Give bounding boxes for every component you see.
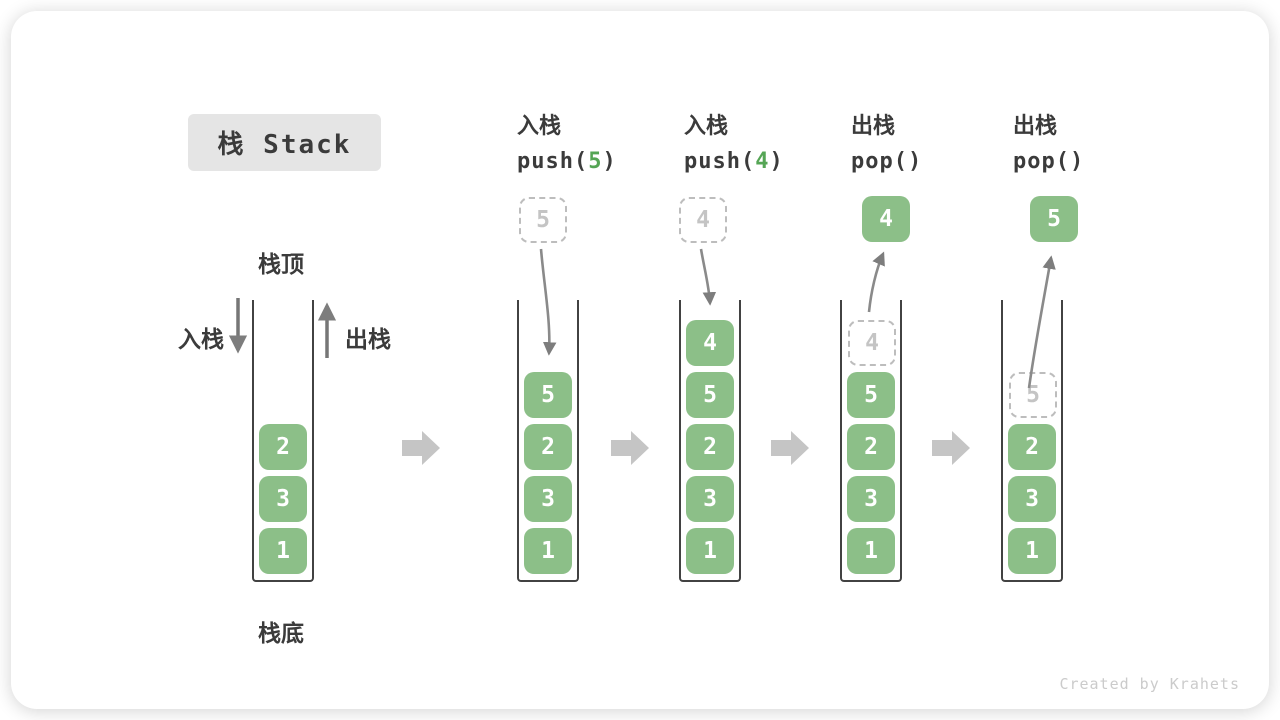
stack-cell: 3 (686, 476, 734, 522)
operation-caption-pop2: 出栈 pop() (1013, 108, 1163, 174)
stack-top-label: 栈顶 (258, 252, 304, 278)
pop-out-label: 出栈 (345, 327, 391, 353)
operation-kind: 出栈 (1013, 114, 1058, 139)
floating-value-popped: 5 (1030, 196, 1078, 242)
stack-cell: 5 (524, 372, 572, 418)
stack-cell: 3 (524, 476, 572, 522)
stack-cell: 3 (1008, 476, 1056, 522)
operation-arg: 5 (588, 149, 603, 174)
operation-code: push(5) (517, 149, 617, 174)
operation-code: pop() (851, 149, 923, 174)
stack-cell: 5 (847, 372, 895, 418)
stack-cell: 2 (686, 424, 734, 470)
stack-cell: 4 (686, 320, 734, 366)
stack-cell: 3 (847, 476, 895, 522)
stack-bottom-label: 栈底 (258, 621, 304, 647)
stack-cell-ghost: 5 (1009, 372, 1057, 418)
push-in-label: 入栈 (178, 327, 224, 353)
operation-code: push(4) (684, 149, 784, 174)
operation-caption-pop1: 出栈 pop() (851, 108, 1001, 174)
floating-value-dashed: 5 (519, 197, 567, 243)
stack-cell: 2 (847, 424, 895, 470)
stack-cell: 1 (847, 528, 895, 574)
operation-caption-push5: 入栈 push(5) (517, 108, 667, 174)
stack-cell: 1 (686, 528, 734, 574)
floating-value-dashed: 4 (679, 197, 727, 243)
operation-caption-push4: 入栈 push(4) (684, 108, 834, 174)
stack-cell: 5 (686, 372, 734, 418)
stack-cell: 2 (1008, 424, 1056, 470)
stack-cell: 2 (524, 424, 572, 470)
stack-cell: 3 (259, 476, 307, 522)
operation-kind: 出栈 (851, 114, 896, 139)
operation-kind: 入栈 (517, 114, 562, 139)
watermark: Created by Krahets (1059, 675, 1240, 693)
operation-arg: 4 (755, 149, 770, 174)
stack-cell-ghost: 4 (848, 320, 896, 366)
stack-cell: 1 (1008, 528, 1056, 574)
stack-cell: 1 (259, 528, 307, 574)
stack-cell: 2 (259, 424, 307, 470)
operation-kind: 入栈 (684, 114, 729, 139)
operation-code: pop() (1013, 149, 1085, 174)
diagram-title: 栈 Stack (188, 114, 381, 171)
floating-value-popped: 4 (862, 196, 910, 242)
stack-cell: 1 (524, 528, 572, 574)
